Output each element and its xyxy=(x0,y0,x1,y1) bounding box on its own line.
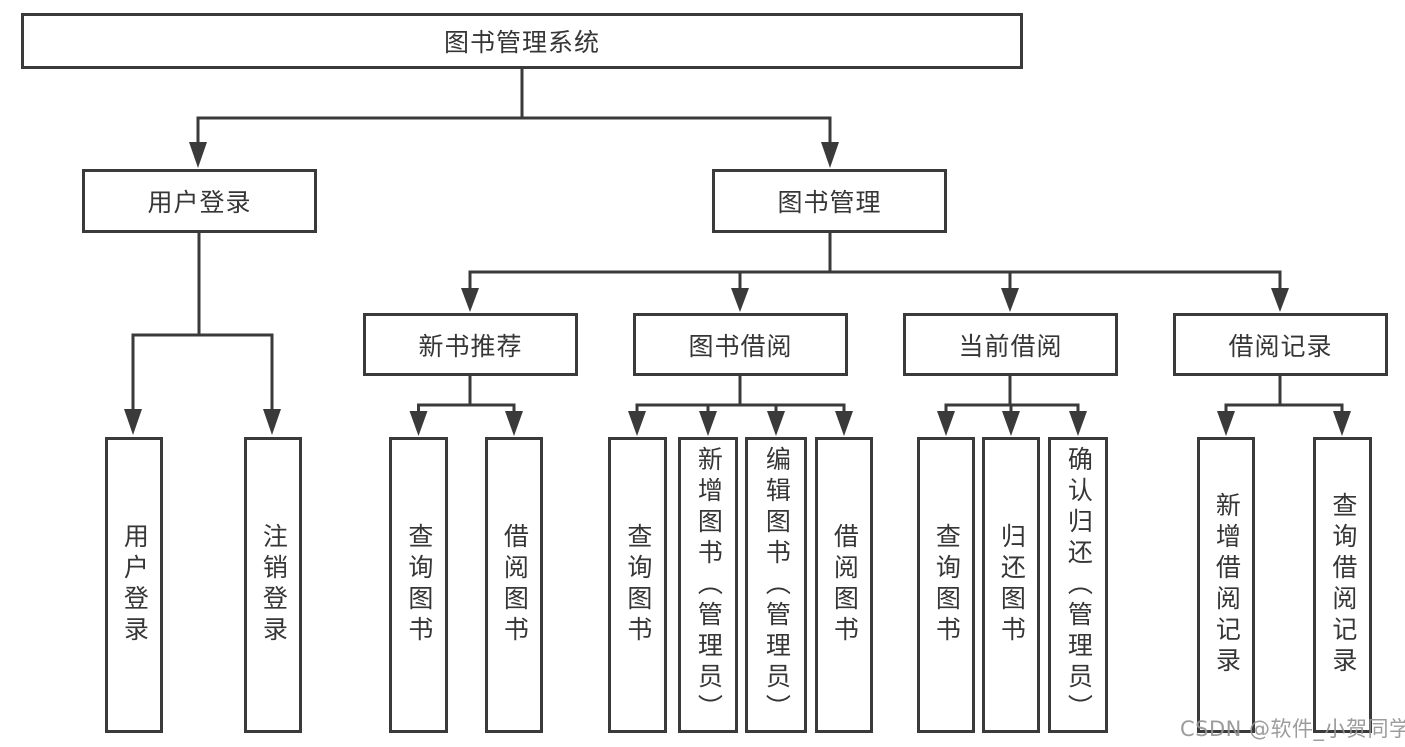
leaf-query-borrow-record-label: 查询借阅记录 xyxy=(1328,492,1358,678)
leaf-query-books-borrow: 查询图书 xyxy=(608,437,667,733)
leaf-query-books-recommend: 查询图书 xyxy=(389,437,448,733)
leaf-query-borrow-record: 查询借阅记录 xyxy=(1313,437,1372,733)
csdn-watermark: CSDN @软件_小贺同学 xyxy=(1180,717,1405,741)
leaf-return-book: 归还图书 xyxy=(982,437,1040,733)
leaf-user-login-label: 用户登录 xyxy=(120,523,150,647)
node-current-borrow: 当前借阅 xyxy=(903,313,1118,376)
leaf-borrow-book-label: 借阅图书 xyxy=(830,523,860,647)
leaf-logout: 注销登录 xyxy=(244,437,302,733)
node-book-borrow: 图书借阅 xyxy=(633,313,848,376)
leaf-borrow-books-recommend: 借阅图书 xyxy=(485,437,543,733)
leaf-return-book-label: 归还图书 xyxy=(997,523,1027,647)
leaf-borrow-books-recommend-label: 借阅图书 xyxy=(500,523,530,647)
leaf-user-login: 用户登录 xyxy=(105,437,163,733)
leaf-edit-book-admin: 编辑图书（管理员） xyxy=(745,437,807,733)
node-borrow-records-label: 借阅记录 xyxy=(1228,331,1333,361)
leaf-add-book-admin-label: 新增图书（管理员） xyxy=(694,445,724,725)
leaf-query-books-current: 查询图书 xyxy=(917,437,975,733)
node-new-book-recommend-label: 新书推荐 xyxy=(418,331,523,361)
leaf-edit-book-admin-label: 编辑图书（管理员） xyxy=(762,445,792,725)
leaf-borrow-book: 借阅图书 xyxy=(815,437,873,733)
node-book-borrow-label: 图书借阅 xyxy=(688,331,793,361)
leaf-add-book-admin: 新增图书（管理员） xyxy=(678,437,738,733)
leaf-logout-label: 注销登录 xyxy=(259,523,289,647)
node-user-login-label: 用户登录 xyxy=(147,188,252,217)
leaf-confirm-return-admin-label: 确认归还（管理员） xyxy=(1064,445,1094,725)
node-current-borrow-label: 当前借阅 xyxy=(958,331,1063,361)
root-node: 图书管理系统 xyxy=(21,13,1023,69)
leaf-add-borrow-record-label: 新增借阅记录 xyxy=(1212,492,1242,678)
node-book-management: 图书管理 xyxy=(712,169,947,233)
node-user-login: 用户登录 xyxy=(82,169,317,233)
node-book-management-label: 图书管理 xyxy=(777,188,882,217)
arrowheads xyxy=(124,142,1351,436)
leaf-query-books-borrow-label: 查询图书 xyxy=(623,523,653,647)
root-node-label: 图书管理系统 xyxy=(443,28,600,57)
node-borrow-records: 借阅记录 xyxy=(1173,313,1388,376)
leaf-add-borrow-record: 新增借阅记录 xyxy=(1197,437,1255,733)
node-new-book-recommend: 新书推荐 xyxy=(363,313,578,376)
leaf-query-books-current-label: 查询图书 xyxy=(932,523,962,647)
leaf-confirm-return-admin: 确认归还（管理员） xyxy=(1048,437,1108,733)
leaf-query-books-recommend-label: 查询图书 xyxy=(404,523,434,647)
